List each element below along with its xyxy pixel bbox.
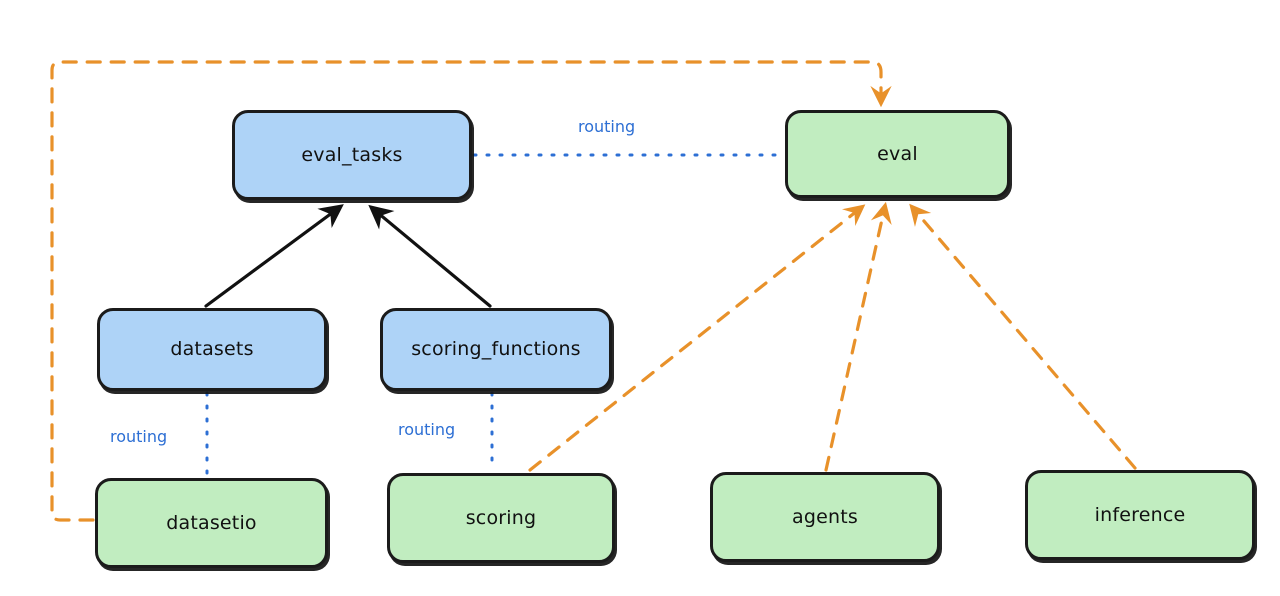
node-label-inference: inference [1094,503,1186,526]
node-label-datasets: datasets [170,338,254,361]
edge-agents-to-eval [824,201,892,472]
node-datasets[interactable]: datasets [97,308,327,391]
node-datasetio[interactable]: datasetio [95,478,328,568]
edge-inference-to-eval [909,203,1137,470]
node-scoring[interactable]: scoring [387,473,615,563]
edge-scoring-functions-to-eval-tasks [368,204,492,308]
node-scoring-functions[interactable]: scoring_functions [380,308,612,391]
node-label-eval: eval [877,142,918,165]
edge-label-routing-eval-tasks-eval: routing [578,117,636,136]
edge-label-routing-scoring-functions-scoring: routing [398,420,456,439]
node-agents[interactable]: agents [710,472,940,562]
node-inference[interactable]: inference [1025,470,1255,560]
node-label-agents: agents [792,505,858,528]
node-label-scoring: scoring [465,506,537,529]
node-label-eval-tasks: eval_tasks [301,143,403,166]
edge-label-routing-datasets-datasetio: routing [110,427,168,446]
node-eval-tasks[interactable]: eval_tasks [232,110,472,200]
edge-datasets-to-eval-tasks [204,204,344,308]
node-label-datasetio: datasetio [166,511,257,534]
node-eval[interactable]: eval [785,110,1010,198]
node-label-scoring-functions: scoring_functions [411,338,581,361]
